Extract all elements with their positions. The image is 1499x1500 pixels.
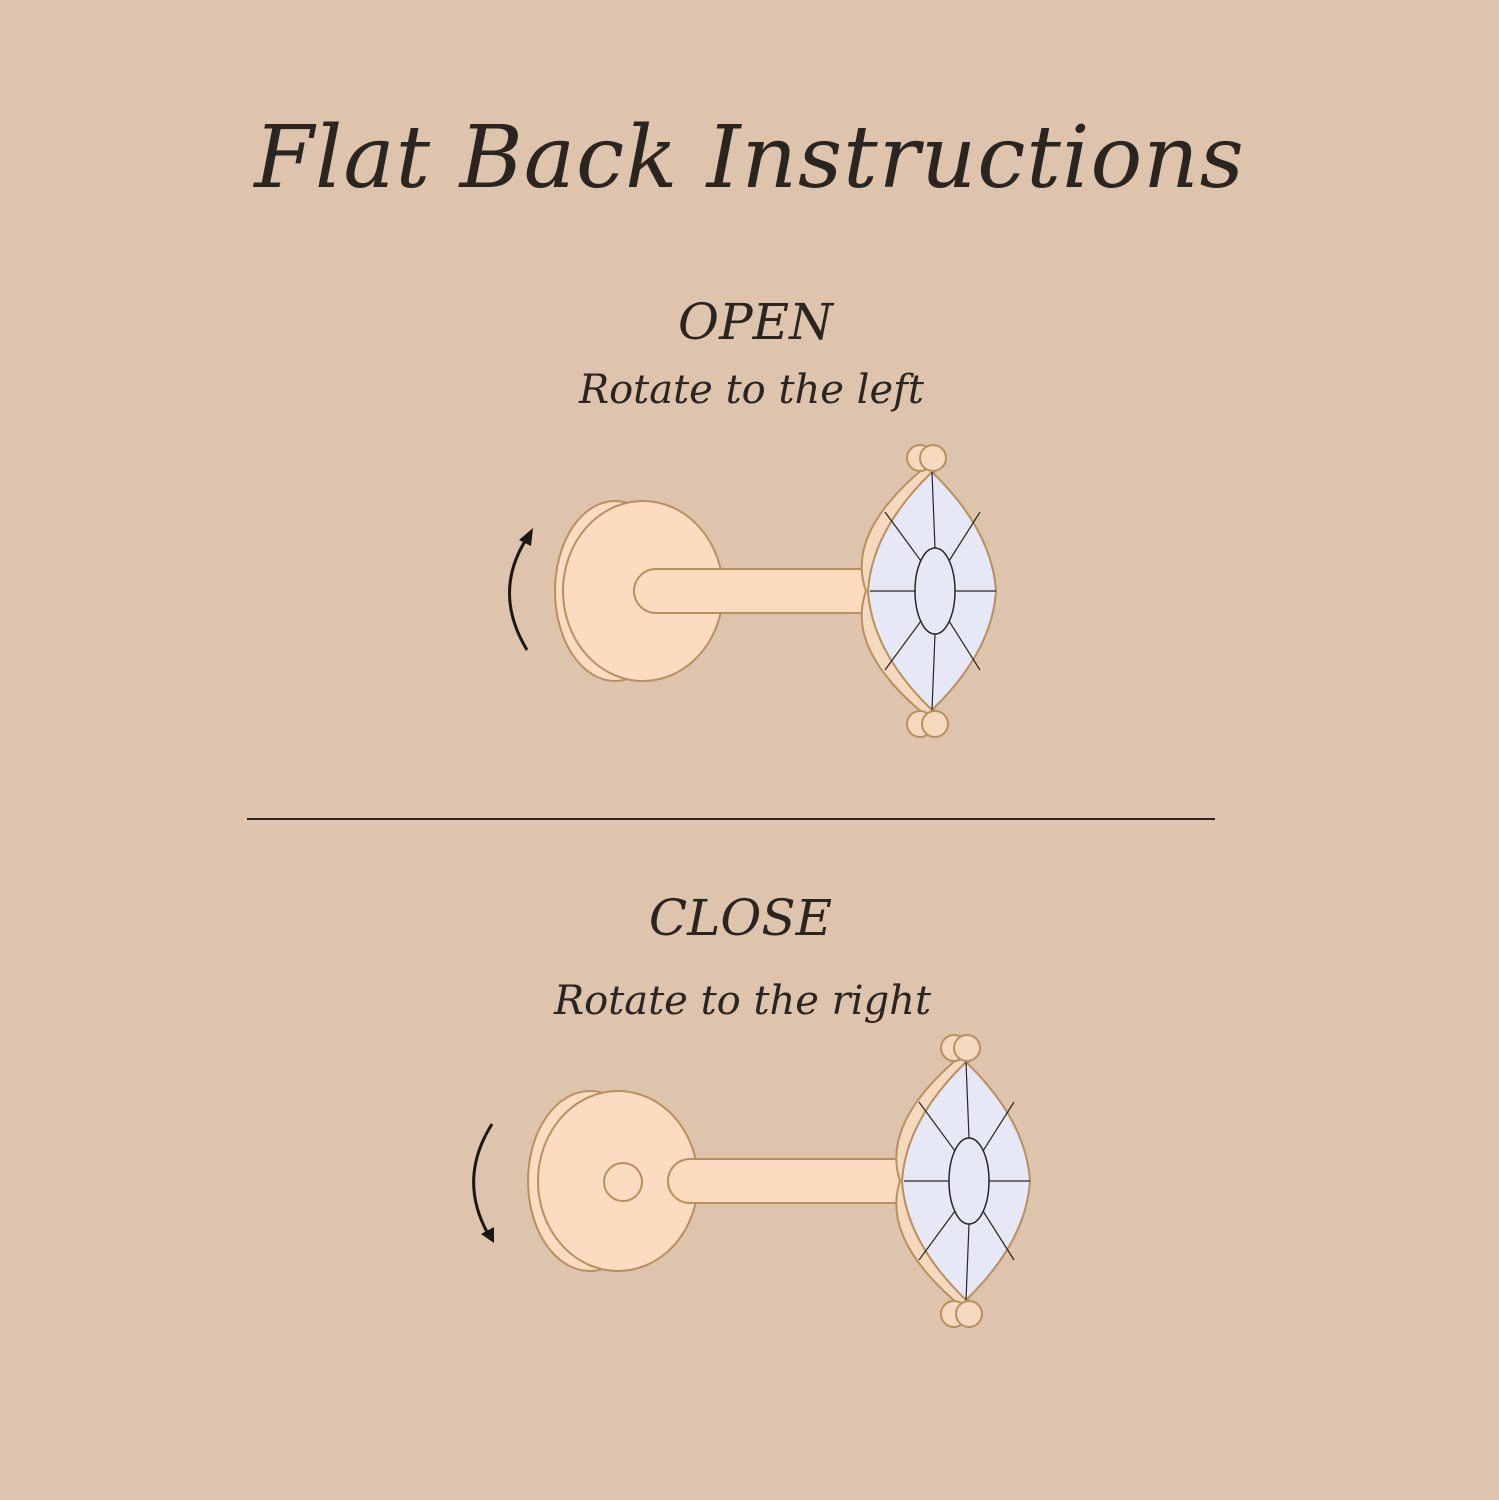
- close-earring-illustration: [472, 1034, 1032, 1328]
- close-heading: CLOSE: [648, 889, 833, 947]
- open-earring-illustration: [508, 444, 998, 738]
- marquise-gem: [895, 1047, 1032, 1315]
- earring-post: [667, 1158, 905, 1204]
- open-instruction: Rotate to the left: [578, 367, 925, 413]
- open-heading: OPEN: [678, 293, 833, 351]
- marquise-gem: [860, 457, 998, 725]
- section-divider: [247, 818, 1215, 820]
- counterclockwise-arrow-icon: [508, 528, 533, 651]
- page-title: Flat Back Instructions: [254, 108, 1245, 208]
- close-instruction: Rotate to the right: [553, 978, 932, 1024]
- gem-prongs: [906, 444, 949, 738]
- gem-prongs: [940, 1034, 983, 1328]
- clockwise-arrow-icon: [472, 1123, 494, 1243]
- flat-back-disc: [527, 1090, 699, 1272]
- earring-post: [633, 568, 868, 614]
